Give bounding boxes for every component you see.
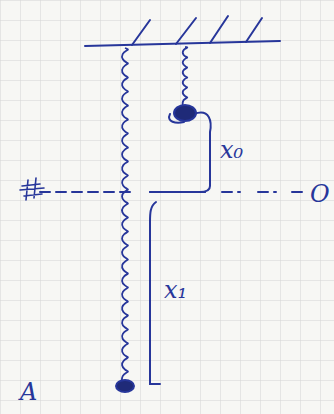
symbol-label: O: [310, 182, 330, 206]
symbol-label: x₀: [220, 138, 243, 162]
equilibrium-mark: [150, 191, 205, 193]
x1-bracket: [150, 202, 160, 384]
ceiling-line: [85, 41, 280, 46]
mass: [116, 380, 134, 392]
equilibrium-line: [40, 191, 306, 193]
symbol-label: A: [20, 380, 37, 404]
symbol-label: x₁: [164, 278, 187, 302]
spring: [122, 48, 128, 381]
ceiling-hatch: [132, 16, 262, 45]
x0-bracket: [194, 113, 211, 192]
spring: [183, 47, 188, 106]
mass: [174, 105, 196, 121]
crossed-out-mark: [20, 178, 44, 200]
